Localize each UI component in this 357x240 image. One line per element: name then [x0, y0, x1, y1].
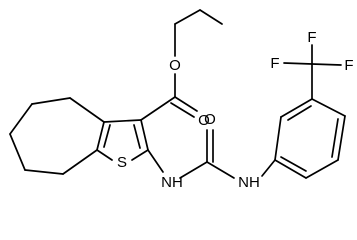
bond-c3a-c4 — [69, 97, 105, 123]
bond-carbonyl-nh — [206, 161, 235, 179]
atom-label-nh-right: NH — [238, 174, 260, 191]
atom-label-f-top: F — [307, 29, 316, 46]
bond-c6-c7 — [9, 133, 26, 171]
atom-label-o-urea: O — [204, 111, 216, 128]
bond-c8-c7a — [62, 149, 98, 175]
bond-ph-c1-c2 — [274, 116, 282, 161]
bond-nh-carbonyl — [179, 161, 208, 179]
atom-label-o-ester-carbonyl: O — [198, 112, 210, 129]
bond-ester-to-ring — [140, 96, 176, 121]
atom-label-nh-left: NH — [161, 174, 183, 191]
bond-ph-c4-c5 — [337, 115, 346, 161]
bond-ph-inner-a — [287, 105, 312, 121]
bond-ph-inner-b — [331, 118, 339, 158]
bond-cf3-f-right — [311, 63, 342, 66]
bond-c3-c2 — [140, 119, 149, 151]
bond-carbonyl-double-a — [174, 96, 198, 112]
bond-c7a-c3a-inner — [103, 124, 111, 148]
bond-c7a-c3a — [96, 121, 105, 151]
bond-c3-c3a — [103, 119, 142, 123]
bond-c4-c5 — [31, 97, 71, 105]
bond-c3-c2-inner — [133, 124, 141, 149]
bond-cf3-f-left — [283, 62, 313, 65]
atom-label-o-ester-single: O — [169, 57, 181, 74]
bond-c2-nh — [147, 149, 164, 173]
bond-ethyl-methyl — [199, 9, 223, 25]
bond-c2-sulfur — [131, 149, 149, 161]
atom-label-sulfur: S — [117, 154, 127, 171]
bond-nh-aryl — [261, 159, 276, 177]
bond-sulfur-c7a — [96, 149, 113, 161]
bond-ph-c6-c1 — [274, 159, 307, 179]
atom-label-f-right: F — [344, 57, 353, 74]
bond-ph-c3-c4 — [311, 98, 346, 117]
bond-ethyl-methylene — [174, 9, 201, 25]
atom-label-f-left: F — [270, 55, 279, 72]
bond-c7-c8 — [24, 169, 64, 175]
bond-carbonyl-double-b — [170, 102, 195, 118]
bond-ph-c2-c3 — [280, 98, 313, 118]
bond-ph-c5-c6 — [305, 159, 339, 179]
bond-ph-inner-c — [280, 156, 307, 172]
bond-c5-c6 — [9, 103, 33, 135]
molecule-structure-diagram: O O S NH O NH F F F — [9, 9, 354, 191]
